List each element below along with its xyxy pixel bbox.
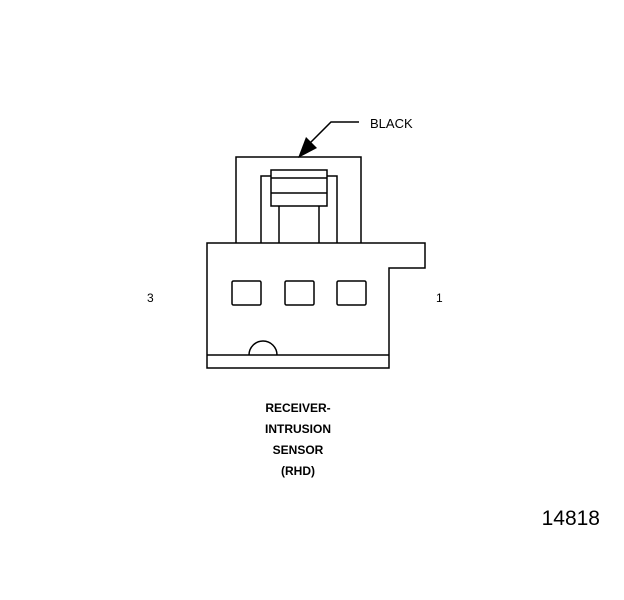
cavity-1: [336, 280, 367, 306]
arrowhead-icon: [298, 137, 317, 158]
connector-latch: [235, 156, 362, 243]
connector-housing: [206, 242, 426, 369]
latch-inner-rail: [260, 175, 271, 243]
caption-line: (RHD): [281, 464, 315, 478]
connector-body: [206, 242, 426, 369]
callout-leader: [298, 121, 359, 158]
polarizing-key: [248, 340, 278, 356]
leader-line: [309, 121, 359, 144]
latch-tab: [270, 169, 328, 207]
latch-inner-rail: [327, 175, 338, 243]
component-caption: RECEIVER- INTRUSION SENSOR (RHD): [212, 398, 384, 482]
callout-label: BLACK: [370, 116, 413, 131]
pin-label-right: 1: [436, 291, 443, 305]
terminal-cavities: [231, 280, 367, 306]
pin-label-left: 3: [147, 291, 154, 305]
cavity-2: [284, 280, 315, 306]
caption-line: SENSOR: [272, 443, 324, 457]
caption-line: INTRUSION: [265, 422, 331, 436]
cavity-3: [231, 280, 262, 306]
caption-line: RECEIVER-: [265, 401, 331, 415]
figure-number: 14818: [541, 507, 600, 530]
